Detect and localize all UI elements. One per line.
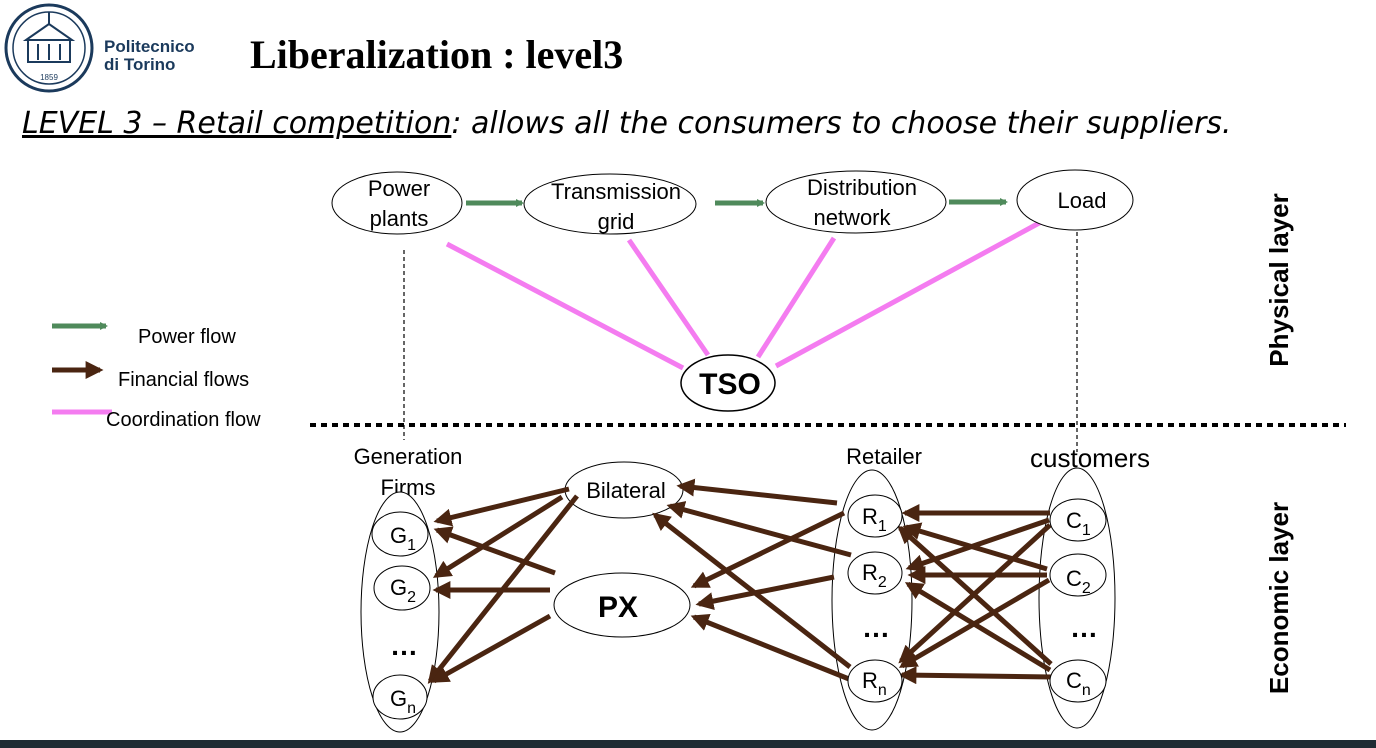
customers-header: customers <box>1030 443 1150 473</box>
fin-arrow <box>695 574 835 611</box>
node-transmission-grid: Transmission grid <box>523 173 697 235</box>
coord-line-distribution <box>755 236 837 359</box>
economic-layer-label: Economic layer <box>1264 502 1294 694</box>
financial-flow-arrows <box>427 478 1053 685</box>
customer-n-label: Cn <box>1066 668 1091 699</box>
load-label: Load <box>1058 188 1107 213</box>
distribution-label-1: Distribution <box>807 175 917 200</box>
node-bilateral: Bilateral <box>564 461 684 519</box>
legend-power-label: Power flow <box>138 326 236 348</box>
generator-ellipsis: … <box>390 630 418 661</box>
coord-line-transmission <box>626 238 711 357</box>
fin-arrow <box>898 666 1053 685</box>
customer-node: Cn <box>1049 659 1107 703</box>
transmission-label-1: Transmission <box>551 179 681 204</box>
retailer-ellipsis: … <box>862 612 890 643</box>
generator-n-label: Gn <box>390 686 416 717</box>
subtitle-level3-label: LEVEL 3 – Retail competition <box>22 106 451 141</box>
fin-arrow <box>666 501 852 558</box>
fin-arrow <box>676 478 838 506</box>
distribution-label-2: network <box>813 205 891 230</box>
subtitle: LEVEL 3 – Retail competition: allows all… <box>22 106 1231 141</box>
fin-arrow <box>432 494 564 579</box>
power-flow-arrows <box>466 198 1008 207</box>
transmission-label-2: grid <box>598 209 635 234</box>
retailer-node: R1 <box>847 494 903 538</box>
generator-node: Gn <box>372 674 428 720</box>
generator-node: G2 <box>373 565 431 611</box>
fin-arrow <box>433 486 570 527</box>
university-logo: 1859 Politecnico di Torino <box>4 3 195 93</box>
slide-bottom-bar <box>0 740 1376 748</box>
customer-ellipsis: … <box>1070 612 1098 643</box>
generator-1-label: G1 <box>390 523 416 554</box>
node-load: Load <box>1016 169 1134 231</box>
retailer-2-label: R2 <box>862 560 887 591</box>
physical-layer-label: Physical layer <box>1264 193 1294 366</box>
logo-text-line2: di Torino <box>104 55 175 74</box>
power-plants-label-2: plants <box>370 206 429 231</box>
retailer-1-label: R1 <box>862 504 887 535</box>
coordination-lines <box>445 219 1043 371</box>
subtitle-description: : allows all the consumers to choose the… <box>451 106 1231 141</box>
fin-arrow <box>690 613 850 682</box>
legend-financial-label: Financial flows <box>118 369 249 391</box>
coord-line-power-plants <box>445 241 685 371</box>
retailer-n-label: Rn <box>862 668 887 699</box>
coord-line-load <box>774 219 1043 369</box>
fin-arrow <box>430 613 552 684</box>
generator-node: G1 <box>371 511 429 557</box>
node-power-plants: Power plants <box>331 171 463 235</box>
customer-2-label: C2 <box>1066 566 1091 597</box>
customer-1-label: C1 <box>1066 508 1091 539</box>
tso-label: TSO <box>699 368 761 401</box>
bilateral-label: Bilateral <box>586 478 665 503</box>
node-px: PX <box>553 572 691 638</box>
logo-year: 1859 <box>40 73 58 82</box>
legend-coordination-label: Coordination flow <box>106 409 261 431</box>
power-plants-label-1: Power <box>368 176 430 201</box>
retailer-node: R2 <box>847 551 903 595</box>
customer-node: C2 <box>1049 553 1107 597</box>
seal-icon: 1859 <box>4 3 94 93</box>
fin-arrow <box>897 525 1053 666</box>
generation-group <box>360 491 440 733</box>
fin-arrow <box>433 526 556 576</box>
page-title: Liberalization : level3 <box>250 32 623 77</box>
node-tso: TSO <box>680 354 776 412</box>
retailer-node: Rn <box>847 659 903 703</box>
legend: Power flow Financial flows Coordination … <box>52 322 261 431</box>
node-distribution-network: Distribution network <box>765 170 947 234</box>
px-label: PX <box>598 591 638 624</box>
fin-arrow <box>690 510 846 589</box>
generator-2-label: G2 <box>390 575 416 606</box>
logo-text-line1: Politecnico <box>104 37 195 56</box>
retailer-header: Retailer <box>846 444 922 469</box>
customer-node: C1 <box>1049 498 1107 542</box>
generation-header-1: Generation <box>354 444 463 469</box>
fin-arrow <box>904 581 1052 673</box>
fin-arrow <box>902 522 1048 572</box>
